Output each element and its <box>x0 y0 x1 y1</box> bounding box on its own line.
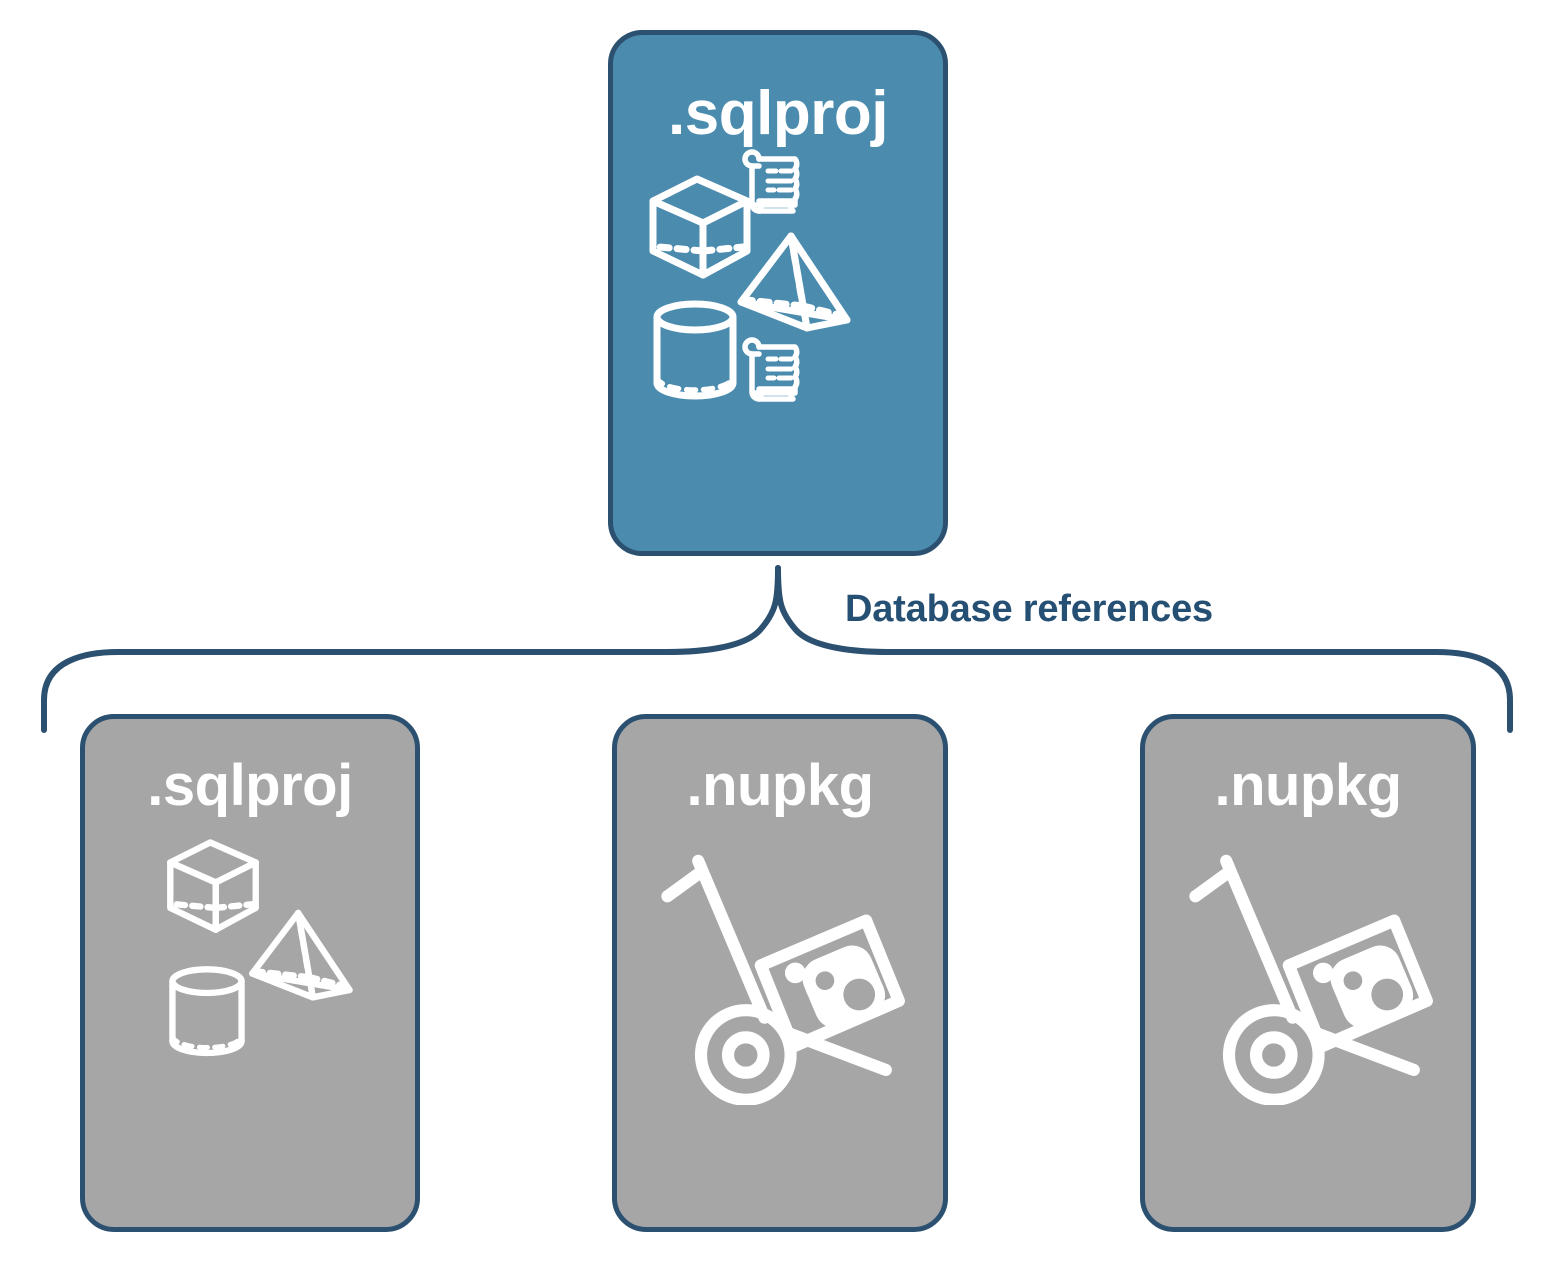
connector-label: Database references <box>845 588 1213 630</box>
reference-node-icon-group <box>1145 815 1471 1227</box>
reference-node-sqlproj[interactable]: .sqlproj <box>80 714 420 1232</box>
cylinder-icon <box>169 966 245 1057</box>
cube-icon <box>167 839 259 933</box>
reference-node-nupkg-1[interactable]: .nupkg <box>612 714 948 1232</box>
root-node-icon-group <box>613 145 943 551</box>
reference-node-icon-group <box>85 815 415 1227</box>
nuget-package-dolly-icon <box>1189 854 1433 1105</box>
script-scroll-icon <box>742 149 800 214</box>
pyramid-icon <box>737 232 851 332</box>
reference-node-label: .sqlproj <box>147 753 353 818</box>
reference-node-label: .nupkg <box>1214 753 1402 818</box>
cube-icon <box>649 175 751 279</box>
pyramid-icon <box>249 909 353 1001</box>
reference-node-icon-group <box>617 815 943 1227</box>
root-node-label: .sqlproj <box>668 79 888 148</box>
reference-node-nupkg-2[interactable]: .nupkg <box>1140 714 1476 1232</box>
script-scroll-icon <box>742 337 800 402</box>
root-node-sqlproj[interactable]: .sqlproj <box>608 30 948 556</box>
reference-node-label: .nupkg <box>686 753 874 818</box>
nuget-package-dolly-icon <box>661 854 905 1105</box>
cylinder-icon <box>653 300 737 400</box>
